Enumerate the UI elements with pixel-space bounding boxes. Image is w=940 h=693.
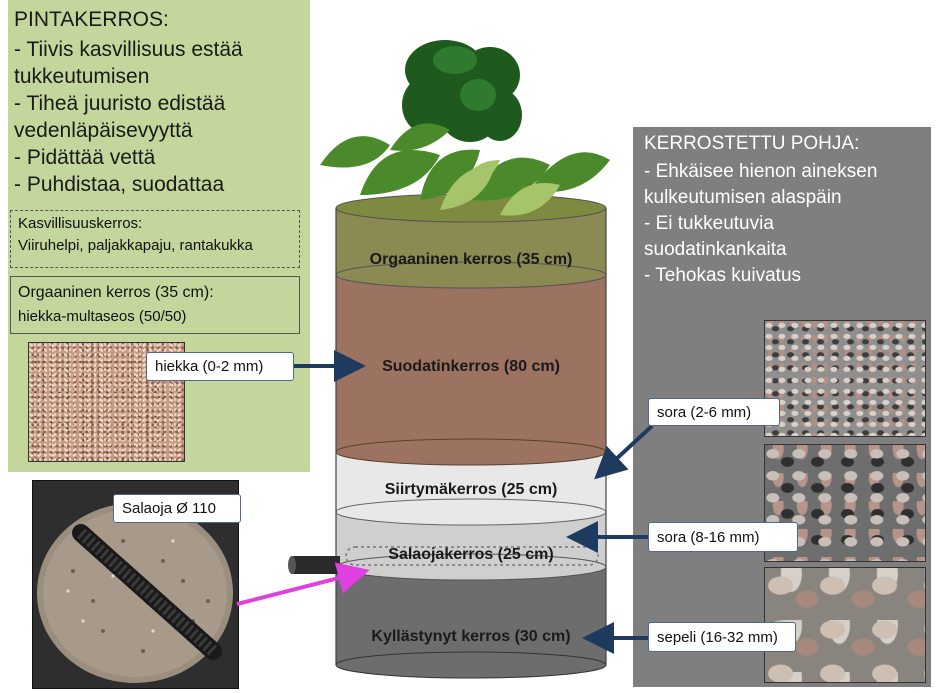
saturated-layer xyxy=(335,565,607,679)
layered-base-line: suodatinkankaita xyxy=(644,239,787,260)
medium-gravel-callout: sora (8-16 mm) xyxy=(648,522,798,552)
surface-layer-line: - Pidättää vettä xyxy=(14,146,156,169)
vegetation-title: Kasvillisuuskerros: xyxy=(18,215,143,232)
sand-callout: hiekka (0-2 mm) xyxy=(146,352,294,381)
organic-layer-label: Orgaaninen kerros (35 cm) xyxy=(369,251,573,268)
organic-note-box xyxy=(10,276,300,334)
drain-pipe-photo xyxy=(32,480,239,689)
surface-layer-title: PINTAKERROS: xyxy=(14,8,169,31)
surface-layer-line: - Tiheä juuristo edistää xyxy=(14,92,226,115)
crushed-stone-callout: sepeli (16-32 mm) xyxy=(648,622,796,652)
drain-pipe-end xyxy=(288,556,340,574)
drain-pipe-callout: Salaoja Ø 110 xyxy=(113,494,241,523)
layered-base-line: - Ei tukkeutuvia xyxy=(644,213,774,234)
layered-base-line: - Ehkäisee hienon aineksen xyxy=(644,161,878,182)
surface-layer-line: - Puhdistaa, suodattaa xyxy=(14,173,225,196)
fine-gravel-photo xyxy=(764,320,926,437)
surface-layer-line: tukkeutumisen xyxy=(14,65,150,88)
organic-note-text: hiekka-multaseos (50/50) xyxy=(18,308,187,325)
fine-gravel-callout: sora (2-6 mm) xyxy=(648,398,780,426)
vegetation-illustration xyxy=(320,40,610,216)
organic-note-title: Orgaaninen kerros (35 cm): xyxy=(18,284,214,301)
drain-pipe-photo-art xyxy=(37,503,233,683)
surface-layer-line: vedenläpäisevyyttä xyxy=(14,119,193,142)
drain-layer-label: Salaojakerros (25 cm) xyxy=(388,546,554,563)
saturated-layer-label: Kyllästynyt kerros (30 cm) xyxy=(371,628,571,645)
layered-base-line: - Tehokas kuivatus xyxy=(644,265,802,286)
vegetation-species: Viiruhelpi, paljakkapaju, rantakukka xyxy=(18,237,253,254)
layered-base-title: KERROSTETTU POHJA: xyxy=(644,133,860,154)
layered-base-line: kulkeutumisen alaspäin xyxy=(644,187,842,208)
filter-layer xyxy=(335,275,607,466)
drain-pipe-arrow xyxy=(236,562,370,606)
filter-layer-label: Suodatinkerros (80 cm) xyxy=(382,358,560,375)
surface-layer-line: - Tiivis kasvillisuus estää xyxy=(14,38,243,61)
organic-layer xyxy=(335,193,607,289)
transition-layer-label: Siirtymäkerros (25 cm) xyxy=(384,481,558,498)
fine-gravel-arrow xyxy=(594,424,654,480)
vegetation-box xyxy=(10,210,300,268)
